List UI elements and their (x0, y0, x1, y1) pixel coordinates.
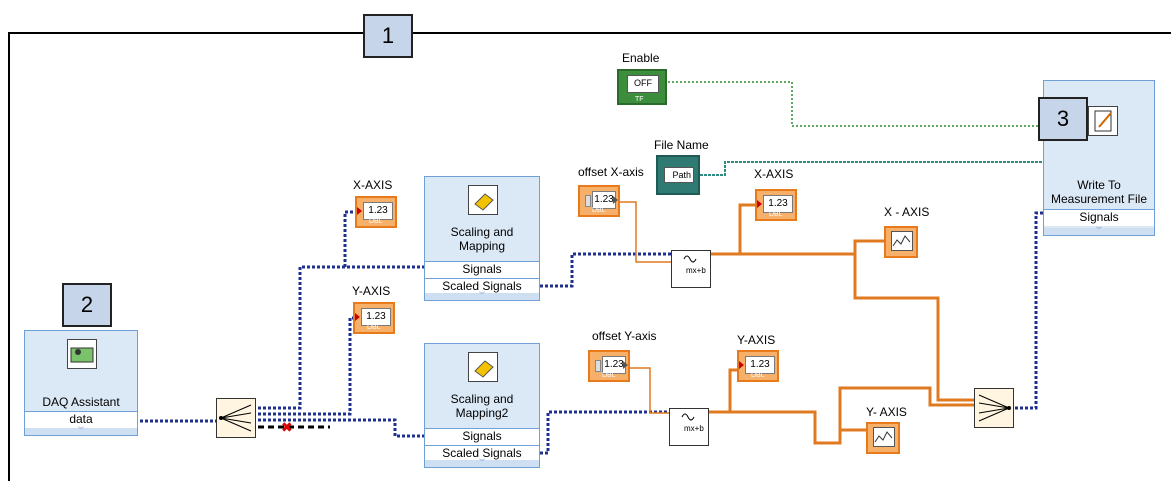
increment-icon (585, 195, 591, 207)
y-axis-graph[interactable] (866, 422, 900, 454)
callout-frame: 1 (363, 14, 413, 58)
output-arrow-icon (613, 196, 618, 204)
scaling-mapping2-express-vi[interactable]: Scaling and Mapping2 Signals Scaled Sign… (424, 343, 540, 468)
x-axis-indicator[interactable]: 1.23 DBL (755, 189, 797, 221)
input-arrow-icon (355, 313, 360, 321)
expand-chevron-icon[interactable]: ︾ (425, 293, 539, 300)
enable-value: OFF (627, 75, 659, 93)
input-arrow-icon (739, 361, 744, 369)
x-axis-indicator2-label: X-AXIS (754, 167, 794, 181)
signals-in-terminal[interactable]: Signals (425, 428, 539, 445)
path-value: Path (664, 167, 694, 183)
enable-control[interactable]: OFF TF (617, 69, 667, 105)
daq-title: DAQ Assistant (42, 395, 120, 409)
indicator-value: 1.23 (763, 195, 793, 213)
dynamic-wires (140, 210, 1045, 455)
graph-plot-icon (873, 427, 895, 447)
file-name-control[interactable]: Path (656, 155, 700, 195)
linear-formula: mx+b (686, 266, 706, 275)
indicator-type: DBL (751, 372, 765, 379)
scaling-title: Scaling and Mapping (450, 225, 514, 253)
indicator-type: DBL (369, 218, 383, 225)
y-axis-indicator-top[interactable]: 1.23 DBL (353, 302, 395, 334)
y-axis-indicator[interactable]: 1.23 DBL (737, 350, 779, 382)
indicator-value: 1.23 (361, 308, 391, 326)
scaling2-title: Scaling and Mapping2 (450, 392, 514, 420)
scaling-icon (468, 185, 498, 215)
dbl-wires (620, 201, 974, 445)
x-graph-label: X - AXIS (884, 205, 930, 219)
y-axis-indicator2-label: Y-AXIS (737, 333, 776, 347)
linear-formula: mx+b (684, 424, 704, 433)
input-arrow-icon (357, 207, 362, 215)
while-loop-frame (8, 32, 1171, 481)
svg-text:✖: ✖ (281, 420, 293, 436)
indicator-value: 1.23 (745, 356, 775, 374)
control-type: DBL (602, 372, 616, 379)
offset-y-label: offset Y-axis (592, 329, 657, 343)
output-arrow-icon (623, 361, 628, 369)
write-file-title: Write To Measurement File (1050, 178, 1148, 206)
control-type: DBL (592, 207, 606, 214)
x-axis-indicator-top[interactable]: 1.23 DBL (355, 196, 397, 228)
scaling-mapping-express-vi[interactable]: Scaling and Mapping Signals Scaled Signa… (424, 176, 540, 301)
x-axis-indicator-label: X-AXIS (353, 178, 393, 192)
graph-plot-icon (891, 231, 913, 251)
control-value: 1.23 (592, 191, 616, 209)
indicator-value: 1.23 (363, 202, 393, 220)
callout-write: 3 (1038, 97, 1088, 141)
enable-label: Enable (622, 51, 660, 65)
write-file-icon (1088, 106, 1118, 136)
merge-icon (219, 404, 252, 432)
daq-data-terminal[interactable]: data (25, 411, 137, 428)
waveform-icon (681, 413, 695, 421)
scaled-signals-out-terminal[interactable]: Scaled Signals (425, 445, 539, 462)
write-signals-terminal[interactable]: Signals (1044, 209, 1154, 226)
y-graph-label: Y- AXIS (866, 405, 907, 419)
expand-chevron-icon[interactable]: ︾ (425, 460, 539, 467)
input-arrow-icon (757, 200, 762, 208)
daq-assistant-express-vi[interactable]: DAQ Assistant data ︾ (24, 330, 138, 436)
indicator-type: DBL (769, 211, 783, 218)
signals-in-terminal[interactable]: Signals (425, 261, 539, 278)
scaled-signals-out-terminal[interactable]: Scaled Signals (425, 278, 539, 295)
broken-wire: ✖ (258, 420, 330, 436)
expand-chevron-icon[interactable]: ︾ (1044, 228, 1154, 235)
merge-icon (978, 394, 1011, 422)
increment-icon (595, 360, 601, 372)
daq-icon (67, 339, 97, 369)
enable-type: TF (635, 96, 644, 103)
linear-scale-function-y[interactable]: mx+b (669, 408, 709, 446)
offset-y-control[interactable]: 1.23 DBL (588, 350, 630, 382)
waveform-icon (683, 255, 697, 263)
offset-x-label: offset X-axis (578, 165, 644, 179)
expand-chevron-icon[interactable]: ︾ (25, 428, 137, 435)
callout-daq: 2 (62, 283, 112, 327)
offset-x-control[interactable]: 1.23 DBL (578, 185, 620, 217)
y-axis-indicator-label: Y-AXIS (352, 284, 391, 298)
linear-scale-function-x[interactable]: mx+b (671, 250, 711, 288)
enable-wire (668, 81, 1045, 127)
merge-signals-node-left[interactable] (216, 398, 256, 438)
scaling-icon (468, 352, 498, 382)
path-wire (700, 161, 1045, 176)
x-axis-graph[interactable] (884, 226, 918, 258)
indicator-type: DBL (367, 324, 381, 331)
file-name-label: File Name (654, 138, 709, 152)
merge-signals-node-right[interactable] (974, 388, 1014, 428)
